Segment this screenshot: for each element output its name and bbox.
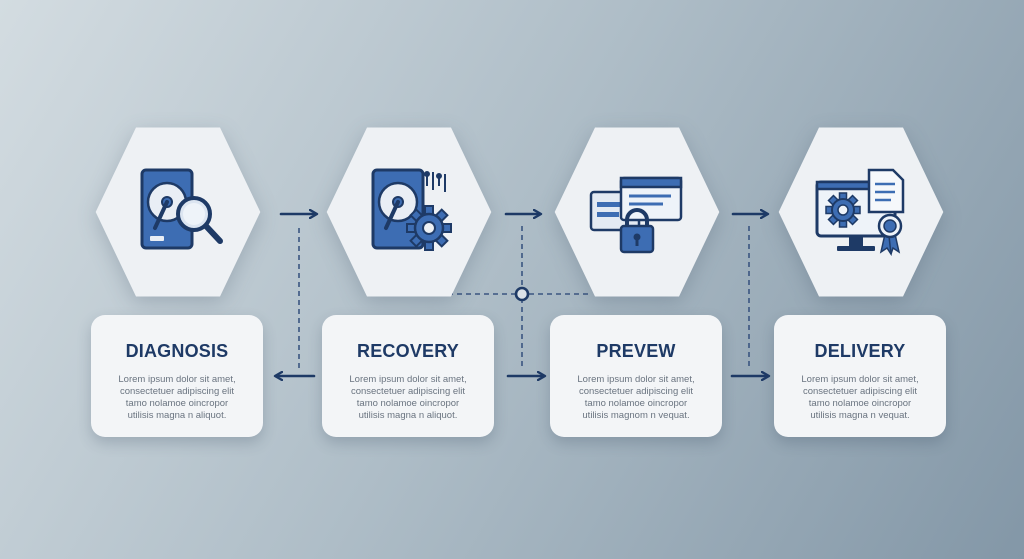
step-description: Lorem ipsum dolor sit amet, consectetuer…	[577, 374, 695, 421]
card-preview: PREVEW Lorem ipsum dolor sit amet, conse…	[550, 315, 722, 437]
monitor-gear-certificate-icon	[815, 168, 905, 257]
junction-node	[514, 286, 530, 302]
step-description: Lorem ipsum dolor sit amet, consectetuer…	[118, 374, 236, 421]
windows-padlock-icon	[589, 176, 683, 254]
card-recovery: RECOVERY Lorem ipsum dolor sit amet, con…	[322, 315, 494, 437]
hex-delivery	[777, 124, 945, 300]
step-title: DIAGNOSIS	[125, 341, 229, 361]
hex-recovery	[325, 124, 493, 300]
step-description: Lorem ipsum dolor sit amet, consectetuer…	[801, 374, 919, 421]
card-delivery: DELIVERY Lorem ipsum dolor sit amet, con…	[774, 315, 946, 437]
hex-preview	[553, 124, 721, 300]
hex-diagnosis	[94, 124, 262, 300]
step-description: Lorem ipsum dolor sit amet, consectetuer…	[349, 374, 467, 421]
hard-drive-magnifier-icon	[140, 168, 223, 250]
step-title: DELIVERY	[814, 341, 906, 361]
hard-drive-gear-icon	[371, 168, 452, 251]
step-title: RECOVERY	[357, 341, 459, 361]
card-diagnosis: DIAGNOSIS Lorem ipsum dolor sit amet, co…	[91, 315, 263, 437]
step-title: PREVEW	[596, 341, 676, 361]
